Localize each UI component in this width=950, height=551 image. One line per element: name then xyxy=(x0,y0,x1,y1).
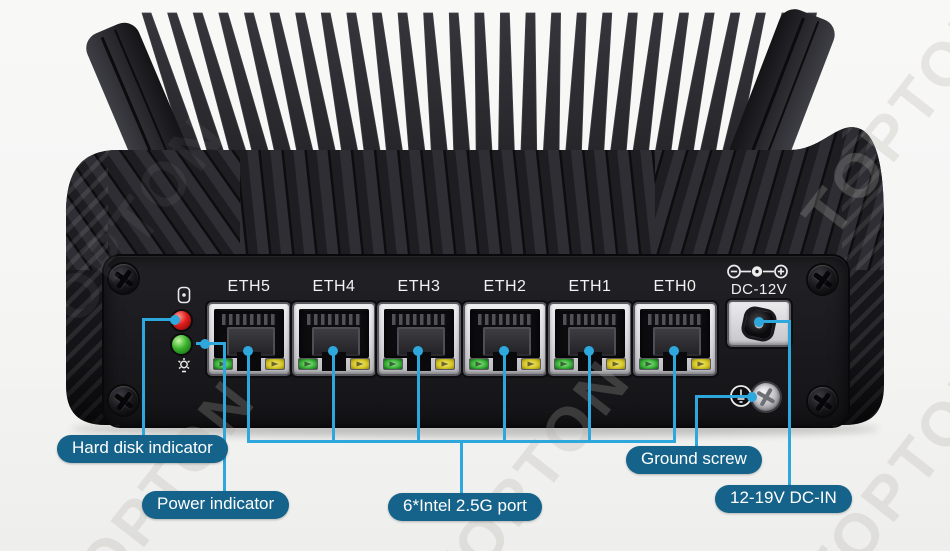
port-led-green xyxy=(298,358,318,370)
leader-dot xyxy=(200,339,210,349)
port-led-green xyxy=(469,358,489,370)
leader-line xyxy=(673,350,676,443)
leader-line xyxy=(695,395,753,398)
callout-power-indicator: Power indicator xyxy=(142,491,290,519)
panel-screw xyxy=(109,386,138,415)
port-label-eth2: ETH2 xyxy=(483,278,527,295)
leader-dot xyxy=(328,346,338,356)
rj45-pins xyxy=(478,314,532,325)
power-led xyxy=(170,333,193,356)
leader-dot xyxy=(747,392,757,402)
leader-line xyxy=(417,350,420,443)
panel-screw xyxy=(808,387,837,416)
leader-line xyxy=(332,350,335,443)
port-label-eth3: ETH3 xyxy=(397,278,441,295)
callout-ground-screw: Ground screw xyxy=(626,446,762,474)
dc-port-label: DC-12V xyxy=(730,281,788,298)
callout-dc-in: 12-19V DC-IN xyxy=(715,485,852,513)
leader-line xyxy=(196,342,226,345)
port-led-green xyxy=(639,358,659,370)
port-led-green xyxy=(554,358,574,370)
leader-dot xyxy=(669,346,679,356)
leader-dot xyxy=(499,346,509,356)
rj45-pins xyxy=(563,314,617,325)
port-led-green xyxy=(383,358,403,370)
leader-dot xyxy=(754,317,764,327)
port-led-yellow xyxy=(350,358,370,370)
rj45-pins xyxy=(392,314,446,325)
leader-line xyxy=(247,350,250,443)
port-label-eth5: ETH5 xyxy=(227,278,271,295)
leader-line xyxy=(142,318,175,321)
power-light-icon xyxy=(178,358,190,373)
port-led-yellow xyxy=(521,358,541,370)
leader-line xyxy=(588,350,591,443)
rj45-pins xyxy=(307,314,361,325)
rj45-pins xyxy=(222,314,276,325)
callout-hard-disk-indicator: Hard disk indicator xyxy=(57,435,228,463)
hdd-icon xyxy=(177,286,191,304)
leader-line xyxy=(758,320,791,323)
leader-line xyxy=(247,440,676,443)
panel-screw xyxy=(109,264,138,293)
leader-line xyxy=(695,395,698,449)
port-led-yellow xyxy=(606,358,626,370)
leader-line xyxy=(142,318,145,437)
dc-polarity-icon xyxy=(727,264,788,279)
callout-intel-ports: 6*Intel 2.5G port xyxy=(388,493,542,521)
port-led-yellow xyxy=(265,358,285,370)
leader-line xyxy=(223,342,226,493)
port-led-yellow xyxy=(691,358,711,370)
ethernet-port-eth3 xyxy=(379,304,459,374)
leader-dot xyxy=(413,346,423,356)
leader-dot xyxy=(584,346,594,356)
panel-screw xyxy=(808,265,837,294)
port-label-eth1: ETH1 xyxy=(568,278,612,295)
leader-dot xyxy=(243,346,253,356)
port-led-yellow xyxy=(435,358,455,370)
rj45-pins xyxy=(648,314,702,325)
leader-line xyxy=(788,320,791,488)
leader-line xyxy=(460,443,463,496)
leader-line xyxy=(503,350,506,443)
port-label-eth0: ETH0 xyxy=(653,278,697,295)
port-label-eth4: ETH4 xyxy=(312,278,356,295)
leader-dot xyxy=(170,315,180,325)
